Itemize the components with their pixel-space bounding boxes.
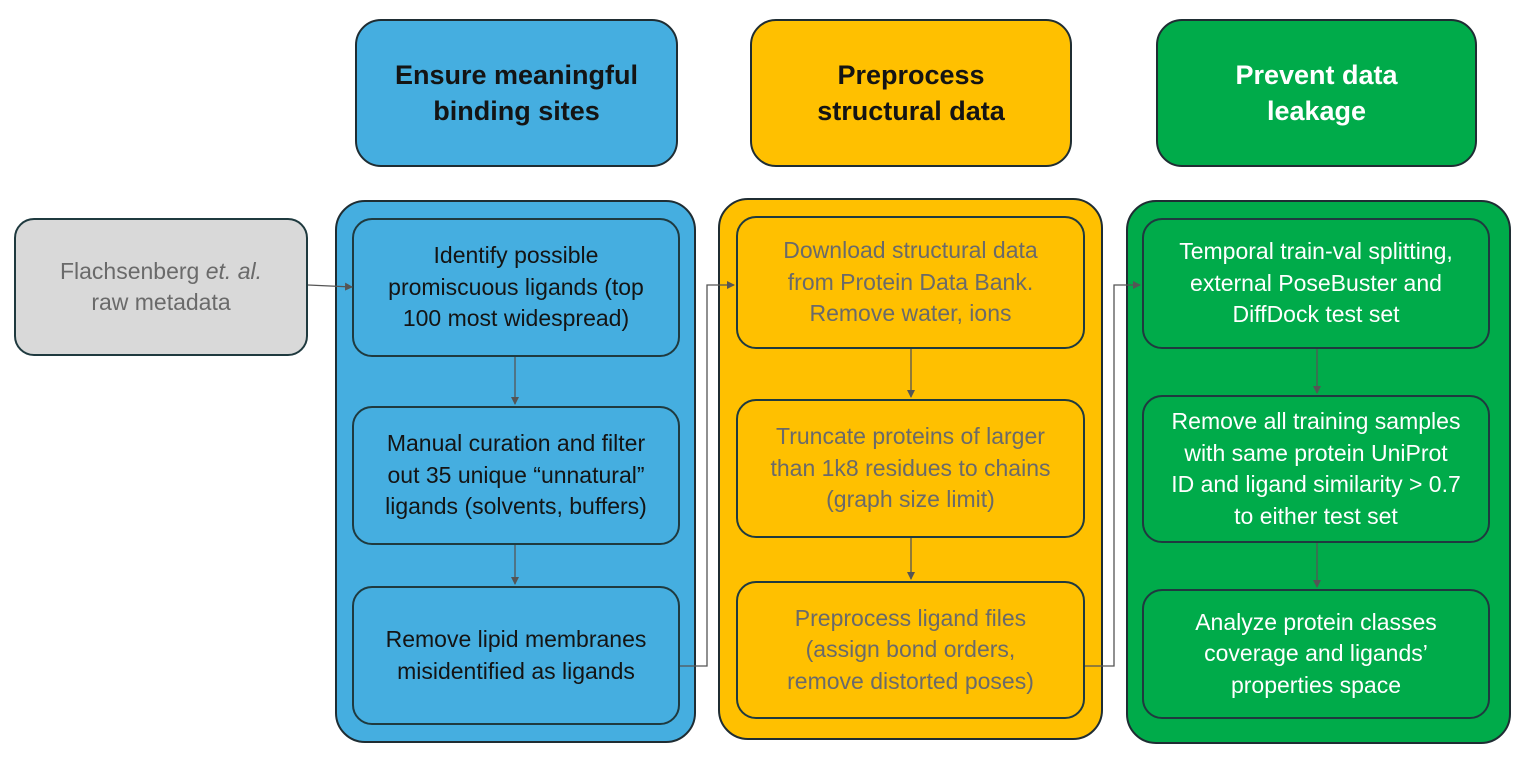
arrow-yellow-to-green bbox=[1085, 281, 1141, 667]
arrow-blue-to-yellow bbox=[680, 281, 735, 667]
arrow-source-to-blue bbox=[307, 282, 353, 291]
source-box: Flachsenberg et. al. raw metadata bbox=[14, 218, 308, 356]
step-temporal-split: Temporal train-val splitting,external Po… bbox=[1142, 218, 1490, 349]
source-label: Flachsenberg et. al. raw metadata bbox=[59, 258, 262, 315]
step-preprocess-ligand-files: Preprocess ligand files(assign bond orde… bbox=[736, 581, 1085, 719]
